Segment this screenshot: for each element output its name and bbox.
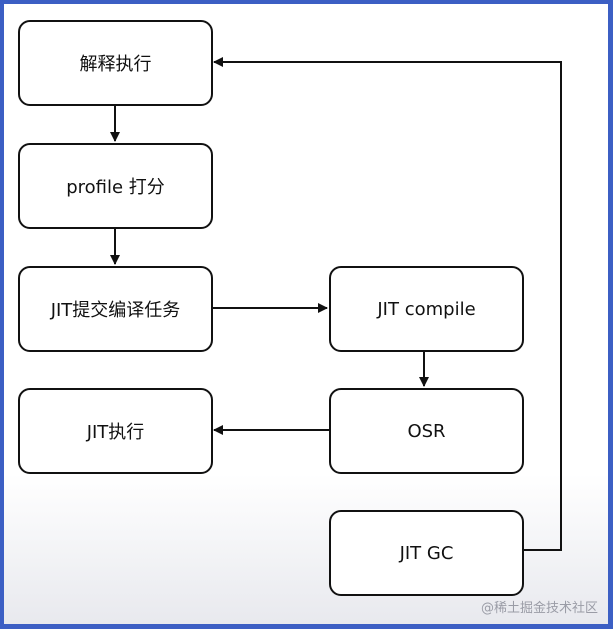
edges-layer — [110, 57, 562, 551]
node-jit-gc-label: JIT GC — [399, 542, 454, 564]
diagram-canvas: 解释执行 profile 打分 JIT提交编译任务 JIT compile OS… — [4, 4, 608, 624]
node-jit-compile: JIT compile — [329, 266, 524, 352]
node-jit-gc: JIT GC — [329, 510, 524, 596]
node-jit-exec: JIT执行 — [18, 388, 213, 474]
node-jit-compile-label: JIT compile — [377, 298, 476, 320]
node-profile: profile 打分 — [18, 143, 213, 229]
node-interpret-label: 解释执行 — [79, 54, 152, 75]
edge-jit-gc-to-interpret — [213, 57, 562, 551]
node-osr: OSR — [329, 388, 524, 474]
watermark: @稀土掘金技术社区 — [480, 601, 598, 616]
node-osr-label: OSR — [407, 420, 446, 442]
node-jit-submit: JIT提交编译任务 — [18, 266, 213, 352]
node-jit-exec-label: JIT执行 — [86, 422, 145, 443]
node-jit-submit-label: JIT提交编译任务 — [50, 300, 181, 321]
node-interpret: 解释执行 — [18, 20, 213, 106]
node-profile-label: profile 打分 — [66, 177, 165, 198]
